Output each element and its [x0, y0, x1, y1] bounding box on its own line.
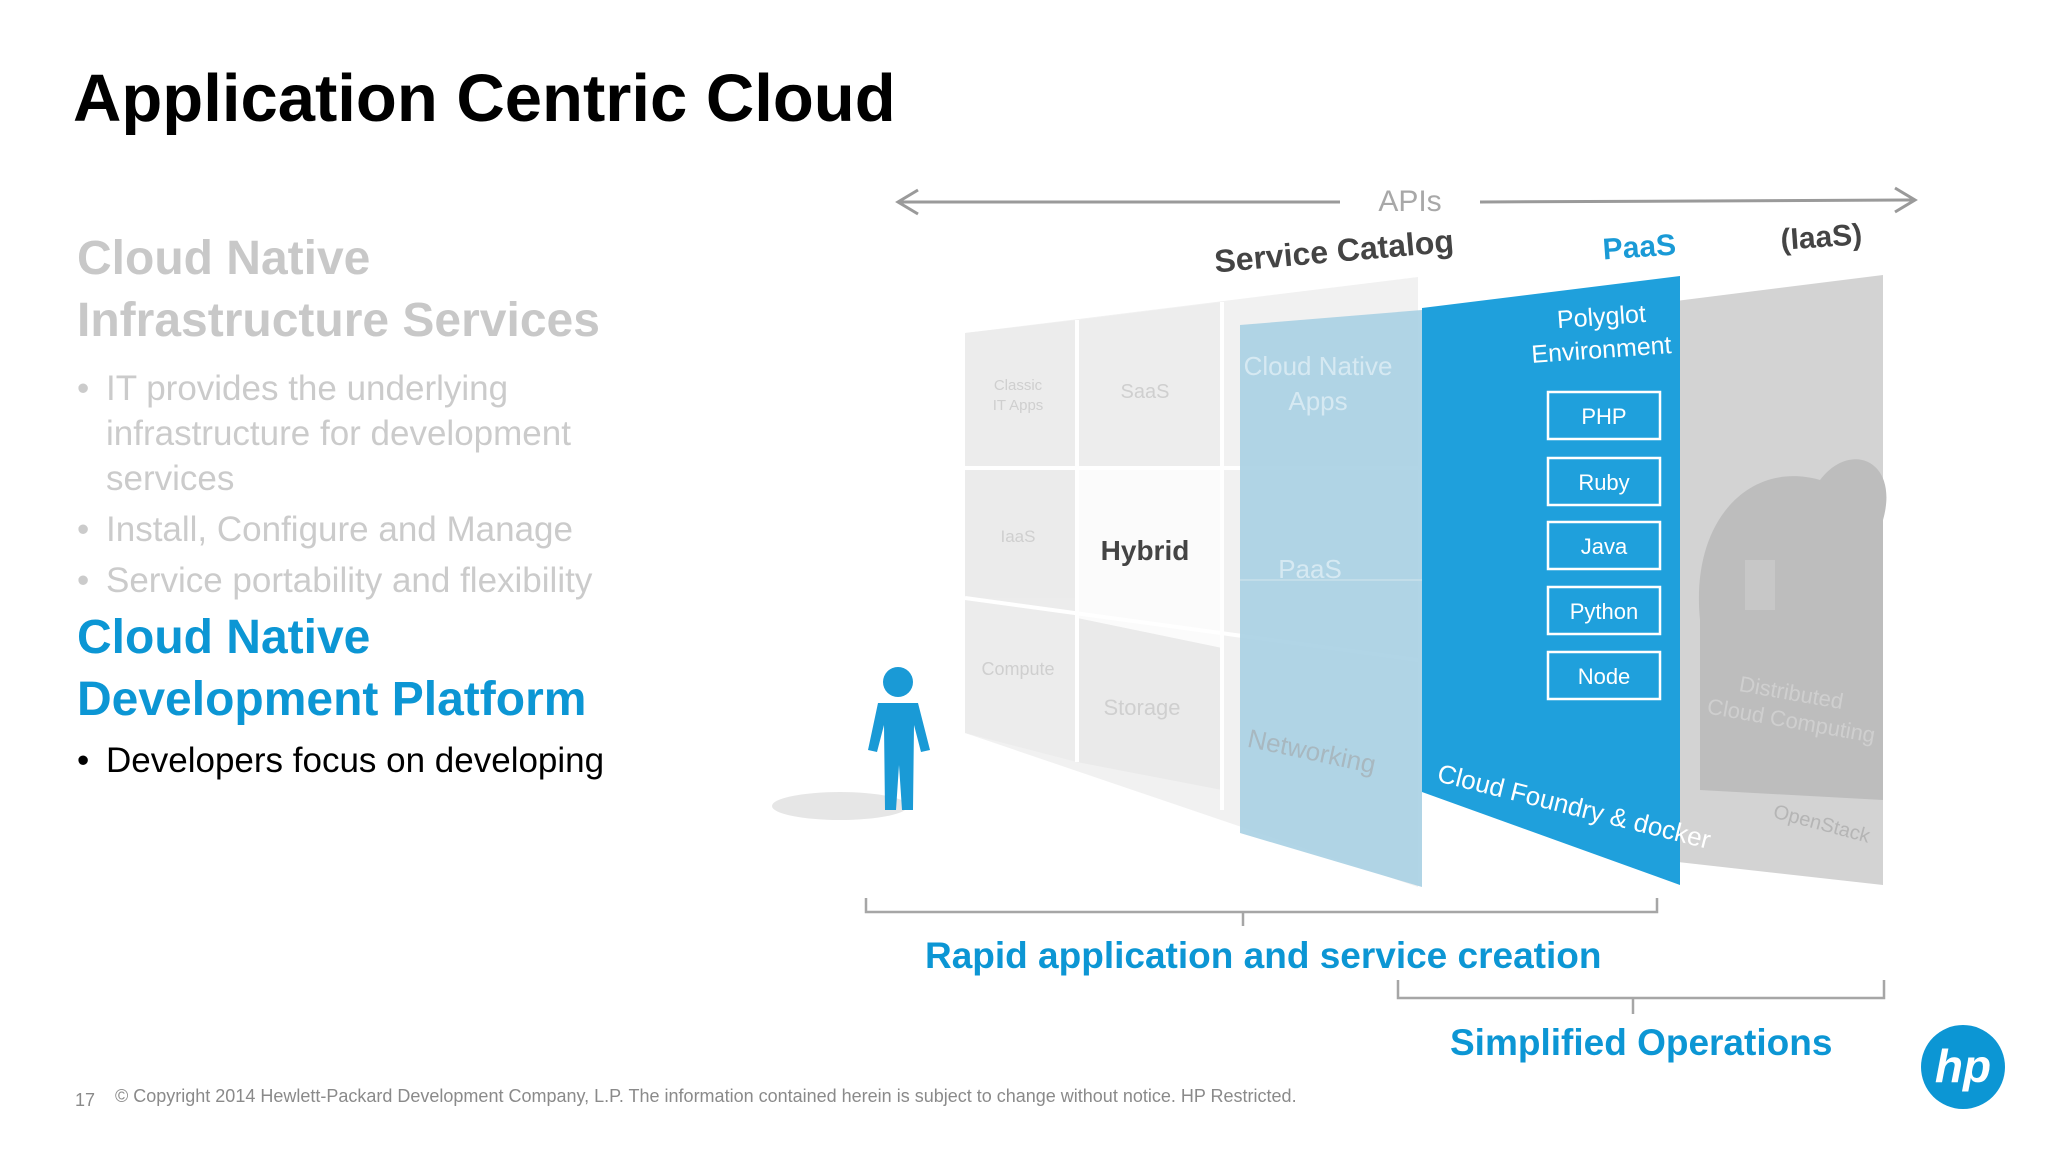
page-number: 17	[75, 1090, 96, 1110]
language-php: PHP	[1581, 404, 1626, 429]
grid-cell-classic-line1: Classic	[994, 377, 1043, 394]
paas-label: PaaS	[1602, 229, 1678, 267]
section2-heading: Cloud Native Development Platform	[77, 607, 697, 731]
language-box-ruby	[1546, 456, 1662, 507]
person-icon	[772, 667, 930, 820]
bullet-item: Service portability and flexibility	[77, 558, 677, 603]
service-catalog-label: Service Catalog	[1213, 223, 1455, 280]
bullet-item: Developers focus on developing	[77, 738, 717, 783]
grid-cell-hybrid: Hybrid	[1101, 535, 1190, 566]
grid-cell-iaas: IaaS	[1001, 527, 1036, 546]
bullet-item: Install, Configure and Manage	[77, 507, 677, 552]
document-icon	[1745, 560, 1775, 610]
language-ruby: Ruby	[1578, 470, 1629, 495]
panel-paas: PaaS	[1278, 554, 1342, 584]
panel-cloud-native-apps-line1: Cloud Native	[1244, 351, 1393, 381]
apis-arrow	[895, 186, 1918, 216]
language-python: Python	[1570, 599, 1639, 624]
simplified-operations-label: Simplified Operations	[1450, 1022, 1833, 1063]
iaas-panel: (IaaS) Distributed Cloud Computing OpenS…	[1660, 218, 1887, 885]
section1-bullets: IT provides the underlying infrastructur…	[77, 366, 677, 609]
grid-cell-classic-line2: IT Apps	[993, 397, 1044, 414]
section1-heading-line1: Cloud Native	[77, 232, 371, 285]
language-box-node	[1546, 650, 1662, 701]
apis-label: APIs	[1378, 185, 1441, 218]
rapid-creation-label: Rapid application and service creation	[925, 935, 1602, 976]
section1-heading: Cloud Native Infrastructure Services	[77, 228, 697, 352]
grid-cell-storage: Storage	[1103, 695, 1180, 720]
panel-cloud-native-apps-line2: Apps	[1288, 386, 1347, 416]
polyglot-line1: Polyglot	[1556, 300, 1647, 334]
section2-heading-line1: Cloud Native	[77, 611, 371, 664]
section1-heading-line2: Infrastructure Services	[77, 294, 600, 347]
slide-title: Application Centric Cloud	[73, 61, 896, 136]
language-box-php	[1546, 390, 1662, 441]
simplified-bracket	[1396, 980, 1886, 1014]
language-box-java	[1546, 520, 1662, 571]
service-catalog-panel: Service Catalog Cloud Native Apps PaaS N…	[1213, 223, 1455, 887]
grid-cell-saas: SaaS	[1121, 381, 1170, 403]
hp-logo: hp	[1921, 1025, 2005, 1109]
language-java: Java	[1581, 534, 1628, 559]
bullet-item: IT provides the underlying infrastructur…	[77, 366, 677, 501]
section2-heading-line2: Development Platform	[77, 673, 587, 726]
iaas-label: (IaaS)	[1779, 218, 1863, 257]
paas-panel: PaaS Polyglot Environment PHP Ruby Java …	[1422, 229, 1714, 885]
language-node: Node	[1578, 664, 1631, 689]
copyright-text: © Copyright 2014 Hewlett-Packard Develop…	[115, 1086, 1297, 1106]
hp-logo-text: hp	[1935, 1040, 1991, 1092]
language-box-python	[1546, 585, 1662, 636]
rapid-bracket	[864, 898, 1659, 926]
section2-bullets: Developers focus on developing	[77, 738, 717, 783]
grid-cell-compute: Compute	[981, 659, 1054, 679]
